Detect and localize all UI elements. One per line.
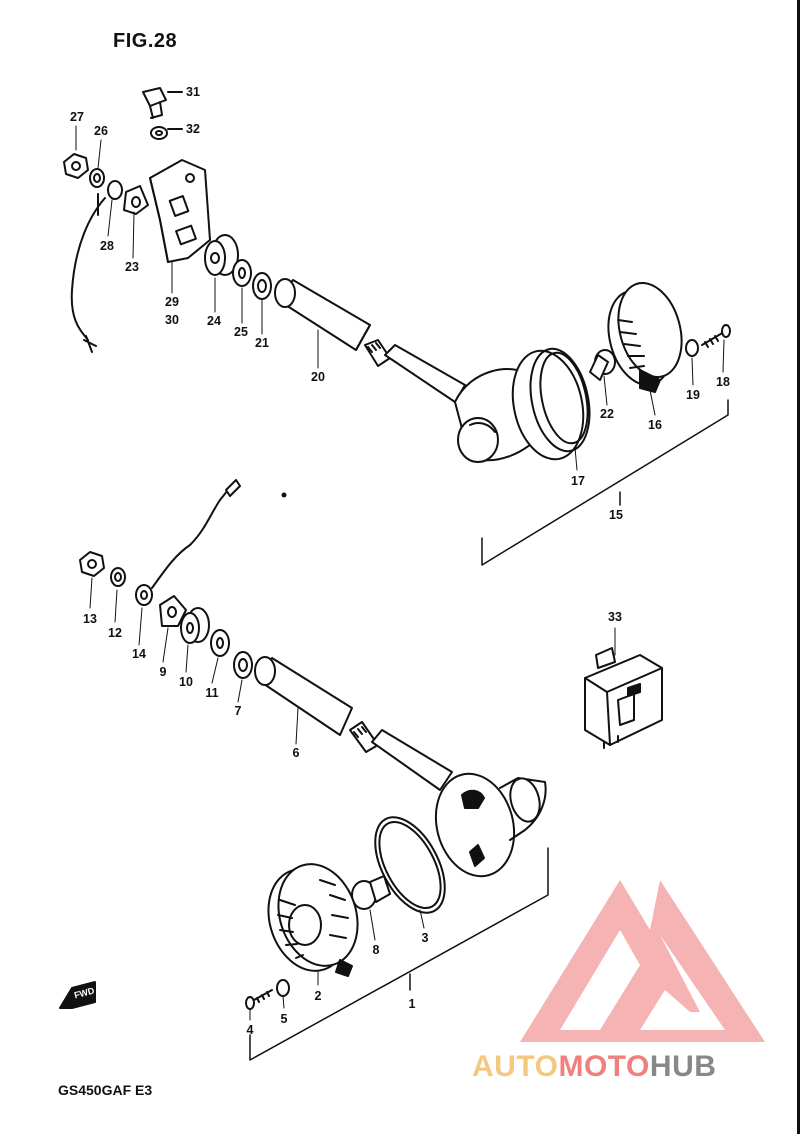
- collar-23: [123, 185, 149, 215]
- callout-6: 6: [292, 745, 300, 760]
- bulb-8: [351, 875, 391, 910]
- watermark-logo: [520, 880, 765, 1042]
- nut-27: [63, 153, 89, 179]
- stem-20: [274, 278, 466, 403]
- washer-32: [150, 126, 168, 140]
- watermark-auto: AUTO: [472, 1050, 559, 1083]
- callout-22: 22: [600, 406, 614, 421]
- stem-6: [254, 656, 453, 791]
- lens-16: [607, 281, 683, 393]
- callout-15: 15: [609, 507, 623, 522]
- callout-3: 3: [421, 930, 429, 945]
- callout-24: 24: [207, 313, 221, 328]
- lens-2: [267, 863, 359, 977]
- callout-33: 33: [608, 609, 622, 624]
- callout-11: 11: [205, 685, 219, 700]
- callout-31: 31: [186, 84, 200, 99]
- callout-17: 17: [571, 473, 585, 488]
- washer-12: [110, 567, 126, 587]
- lockwasher-7: [233, 651, 253, 679]
- collar-9: [159, 595, 187, 627]
- signal-housing-lower: [434, 772, 547, 878]
- callout-30: 30: [165, 312, 179, 327]
- callout-25: 25: [234, 324, 248, 339]
- rubber-damper-10: [180, 607, 210, 644]
- watermark-moto: MOTO: [558, 1050, 650, 1083]
- screw-18: [701, 324, 731, 348]
- callout-9: 9: [159, 664, 167, 679]
- callout-14: 14: [132, 646, 146, 661]
- callout-12: 12: [108, 625, 122, 640]
- lockwasher-21: [252, 272, 272, 300]
- gasket-17: [529, 347, 591, 453]
- forward-direction-arrow: [59, 981, 96, 1009]
- rubber-damper-24: [204, 234, 239, 276]
- callout-19: 19: [686, 387, 700, 402]
- callout-5: 5: [280, 1011, 288, 1026]
- callout-7: 7: [234, 703, 242, 718]
- callout-21: 21: [255, 335, 269, 350]
- callout-8: 8: [372, 942, 380, 957]
- watermark-hub: HUB: [649, 1050, 717, 1083]
- callout-2: 2: [314, 988, 322, 1003]
- callout-28: 28: [100, 238, 114, 253]
- callout-32: 32: [186, 121, 200, 136]
- callout-29: 29: [165, 294, 179, 309]
- callout-10: 10: [179, 674, 193, 689]
- bulb-22: [589, 349, 616, 381]
- screw-4: [245, 989, 273, 1010]
- bolt-31: [142, 87, 167, 119]
- callout-16: 16: [648, 417, 662, 432]
- washer-25: [232, 259, 252, 287]
- figure-title: FIG.28: [113, 30, 178, 52]
- callout-4: 4: [246, 1022, 254, 1037]
- washer-11: [210, 629, 230, 657]
- nut-13: [79, 551, 105, 577]
- callout-18: 18: [716, 374, 730, 389]
- bracket-29-30: [149, 159, 211, 263]
- flasher-relay-33: [584, 627, 663, 749]
- callout-23: 23: [125, 259, 139, 274]
- callout-13: 13: [83, 611, 97, 626]
- watermark-brand: AUTOMOTOHUB: [472, 1050, 716, 1084]
- washer-26: [89, 168, 105, 188]
- callout-1: 1: [408, 996, 416, 1011]
- callout-27: 27: [70, 109, 84, 124]
- callout-20: 20: [311, 369, 325, 384]
- upper-turn-signal-assembly: [63, 87, 731, 566]
- washer-5: [276, 979, 290, 997]
- model-code: GS450GAF E3: [58, 1082, 153, 1098]
- washer-19: [685, 339, 699, 357]
- callout-26: 26: [94, 123, 108, 138]
- lower-turn-signal-assembly: [79, 479, 549, 1061]
